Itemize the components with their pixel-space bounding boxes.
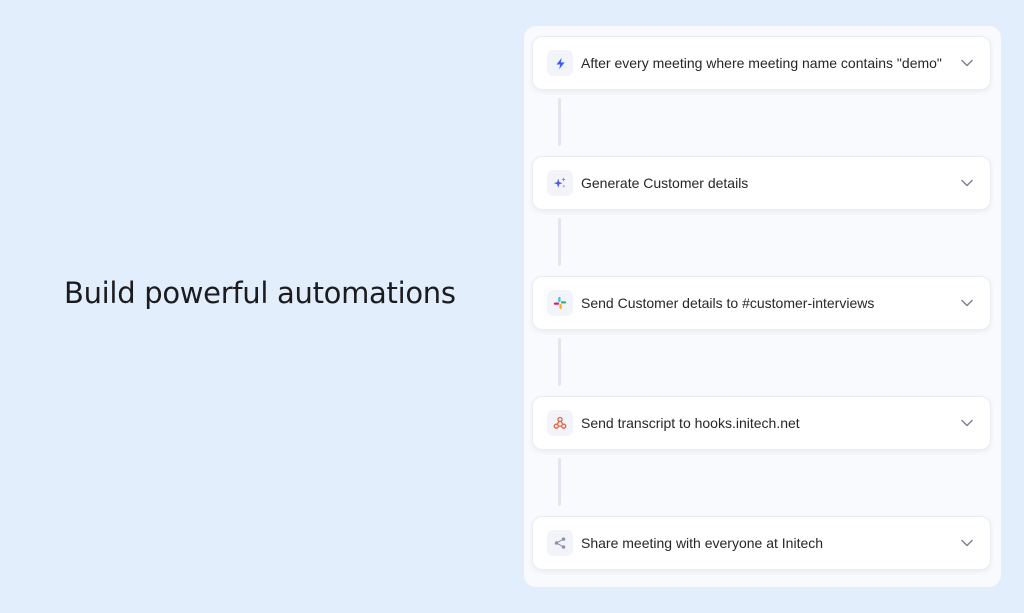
workflow-step-webhook[interactable]: Send transcript to hooks.initech.net bbox=[532, 396, 991, 450]
ai-sparkle-icon bbox=[547, 170, 573, 196]
workflow-step-share[interactable]: Share meeting with everyone at Initech bbox=[532, 516, 991, 570]
slack-icon bbox=[547, 290, 573, 316]
workflow-step-label: Share meeting with everyone at Initech bbox=[581, 535, 824, 551]
workflow-step-label: Send Customer details to #customer-inter… bbox=[581, 295, 875, 311]
automation-workflow-panel: After every meeting where meeting name c… bbox=[524, 26, 1001, 587]
workflow-step-generate[interactable]: Generate Customer details bbox=[532, 156, 991, 210]
step-connector bbox=[558, 98, 561, 146]
step-connector bbox=[558, 458, 561, 506]
webhook-icon bbox=[547, 410, 573, 436]
chevron-down-icon[interactable] bbox=[960, 56, 974, 70]
chevron-down-icon[interactable] bbox=[960, 536, 974, 550]
workflow-step-slack[interactable]: Send Customer details to #customer-inter… bbox=[532, 276, 991, 330]
lightning-bolt-icon bbox=[547, 50, 573, 76]
workflow-step-trigger[interactable]: After every meeting where meeting name c… bbox=[532, 36, 991, 90]
chevron-down-icon[interactable] bbox=[960, 416, 974, 430]
page-headline: Build powerful automations bbox=[64, 276, 456, 310]
workflow-step-label: Send transcript to hooks.initech.net bbox=[581, 415, 800, 431]
step-connector bbox=[558, 218, 561, 266]
workflow-step-label: Generate Customer details bbox=[581, 175, 749, 191]
share-icon bbox=[547, 530, 573, 556]
workflow-step-label: After every meeting where meeting name c… bbox=[581, 55, 942, 71]
step-connector bbox=[558, 338, 561, 386]
chevron-down-icon[interactable] bbox=[960, 296, 974, 310]
chevron-down-icon[interactable] bbox=[960, 176, 974, 190]
